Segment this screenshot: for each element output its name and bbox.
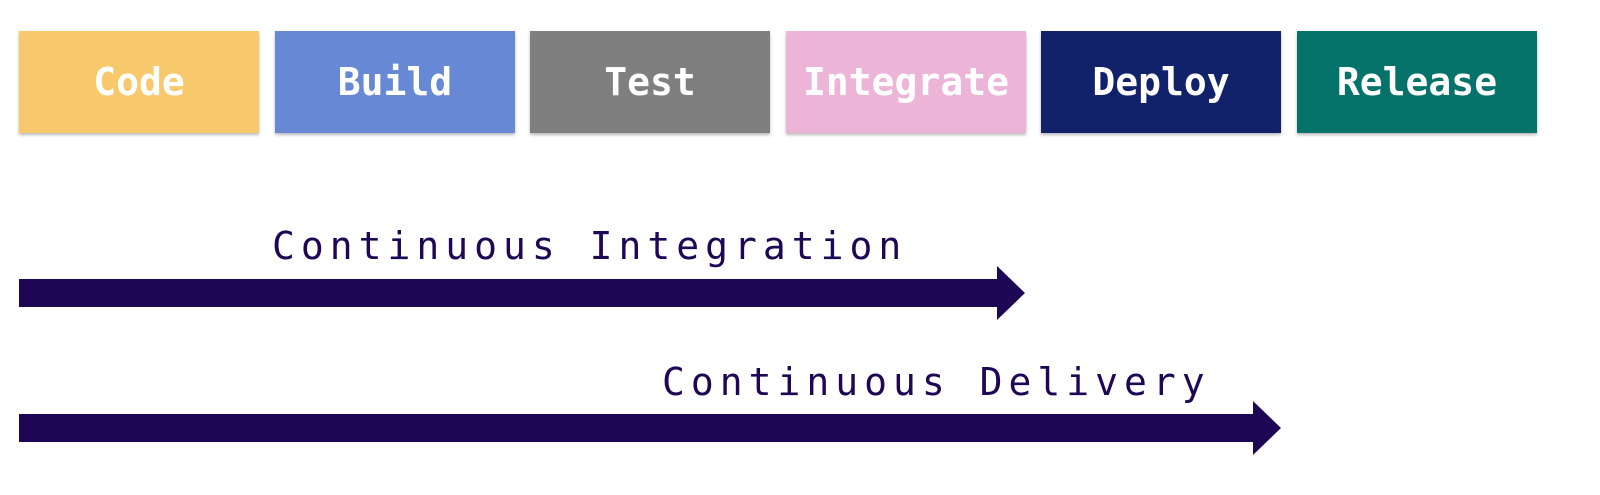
stage-integrate: Integrate [786,31,1026,133]
continuous-integration-label: Continuous Integration [272,224,908,268]
stage-integrate-label: Integrate [803,60,1009,104]
stage-release-label: Release [1336,60,1498,104]
stage-build-label: Build [337,60,453,104]
stage-deploy: Deploy [1041,31,1281,133]
stage-code: Code [19,31,259,133]
continuous-delivery-label: Continuous Delivery [662,360,1211,404]
stage-test: Test [530,31,770,133]
stage-release: Release [1297,31,1537,133]
stage-test-label: Test [604,60,696,104]
continuous-integration-arrow [19,266,1025,320]
stage-deploy-label: Deploy [1092,60,1230,104]
stage-build: Build [275,31,515,133]
stage-code-label: Code [93,60,185,104]
continuous-delivery-arrow [19,401,1281,455]
